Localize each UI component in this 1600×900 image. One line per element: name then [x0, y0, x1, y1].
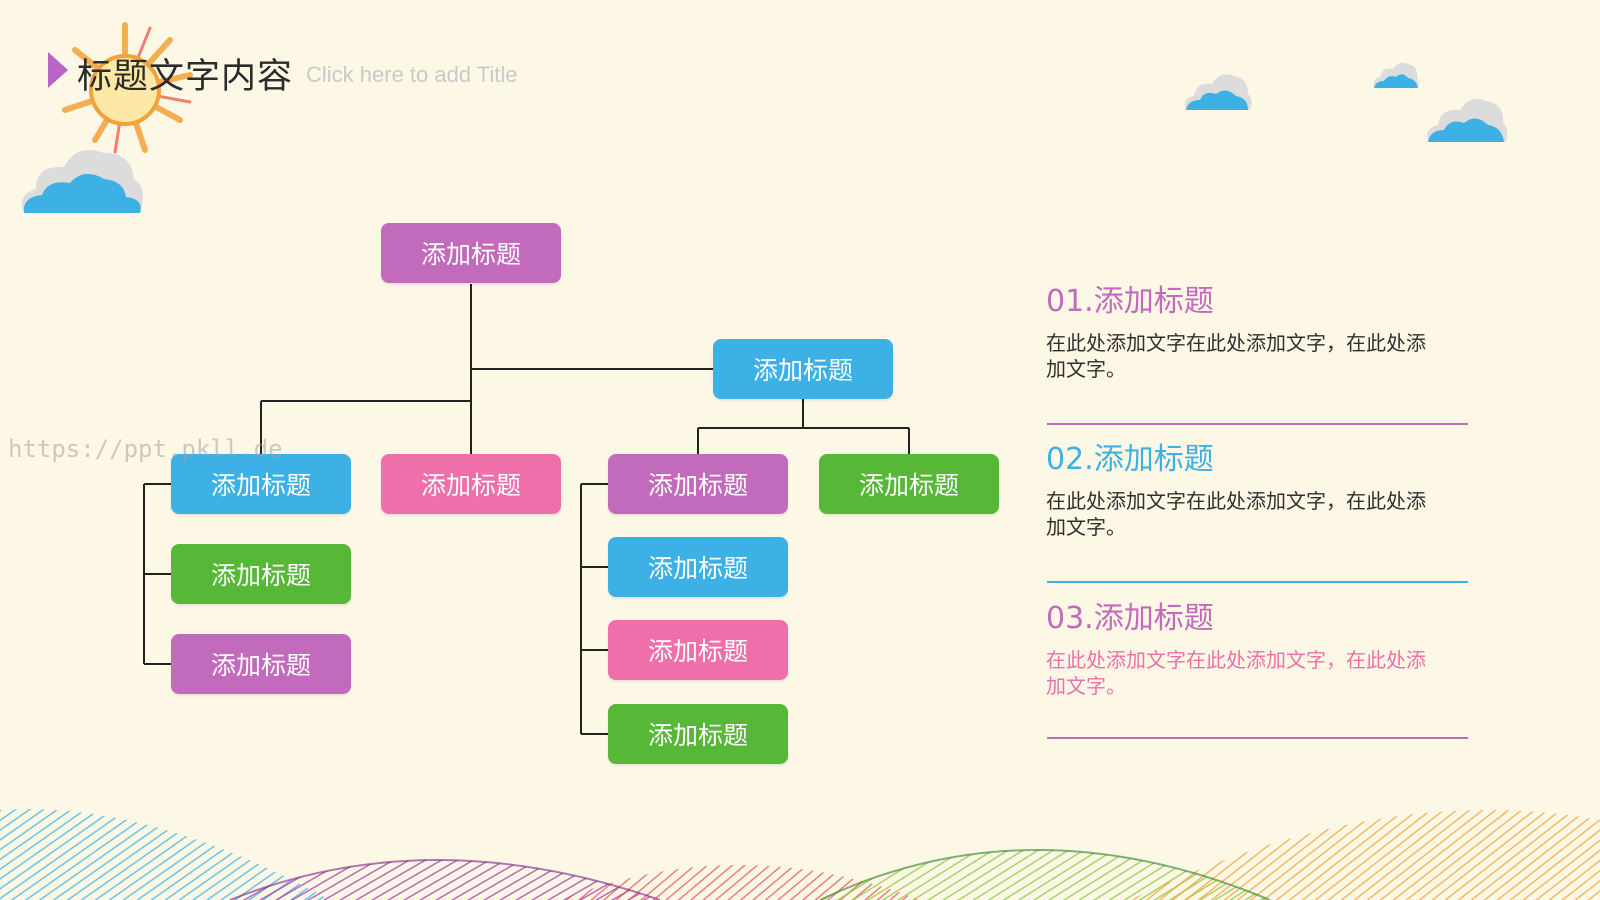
cloud-icon	[1185, 74, 1252, 110]
side-item-text[interactable]: 在此处添加文字在此处添加文字，在此处添加文字。	[1046, 489, 1426, 539]
org-grandchild-node-3-1-1[interactable]: 添加标题	[608, 537, 788, 597]
org-child-node-3-2[interactable]: 添加标题	[819, 454, 999, 514]
side-list-item: 01.添加标题 在此处添加文字在此处添加文字，在此处添加文字。	[1046, 284, 1466, 382]
cloud-icon	[1373, 62, 1419, 88]
side-divider	[1047, 737, 1468, 739]
cloud-icon	[1427, 98, 1508, 142]
side-item-text[interactable]: 在此处添加文字在此处添加文字，在此处添加文字。	[1046, 331, 1426, 381]
org-grandchild-node-3-1-2[interactable]: 添加标题	[608, 620, 788, 680]
cloud-icon	[21, 150, 143, 213]
side-divider	[1047, 423, 1468, 425]
side-item-heading[interactable]: 02.添加标题	[1046, 442, 1214, 477]
page-subtitle[interactable]: Click here to add Title	[306, 62, 518, 87]
side-item-heading[interactable]: 01.添加标题	[1046, 284, 1214, 319]
side-divider	[1047, 581, 1468, 583]
org-child-node-3-1[interactable]: 添加标题	[608, 454, 788, 514]
org-child-node-1-2[interactable]: 添加标题	[171, 634, 351, 694]
org-level1-node-1[interactable]: 添加标题	[171, 454, 351, 514]
hills-decoration	[0, 809, 1600, 900]
page-title: 标题文字内容	[77, 57, 294, 97]
side-item-heading[interactable]: 03.添加标题	[1046, 601, 1214, 636]
org-level1-node-2[interactable]: 添加标题	[381, 454, 561, 514]
org-grandchild-node-3-1-3[interactable]: 添加标题	[608, 704, 788, 764]
org-child-node-1-1[interactable]: 添加标题	[171, 544, 351, 604]
sun-icon	[62, 22, 193, 154]
title-marker-icon	[48, 52, 68, 88]
watermark-text: https://ppt.pkll.de	[8, 435, 283, 463]
org-root-node[interactable]: 添加标题	[381, 223, 561, 283]
side-list-item: 02.添加标题 在此处添加文字在此处添加文字，在此处添加文字。	[1046, 442, 1466, 540]
side-item-text[interactable]: 在此处添加文字在此处添加文字，在此处添加文字。	[1046, 648, 1426, 698]
org-level1-node-3[interactable]: 添加标题	[713, 339, 893, 399]
side-list-item: 03.添加标题 在此处添加文字在此处添加文字，在此处添加文字。	[1046, 601, 1466, 699]
